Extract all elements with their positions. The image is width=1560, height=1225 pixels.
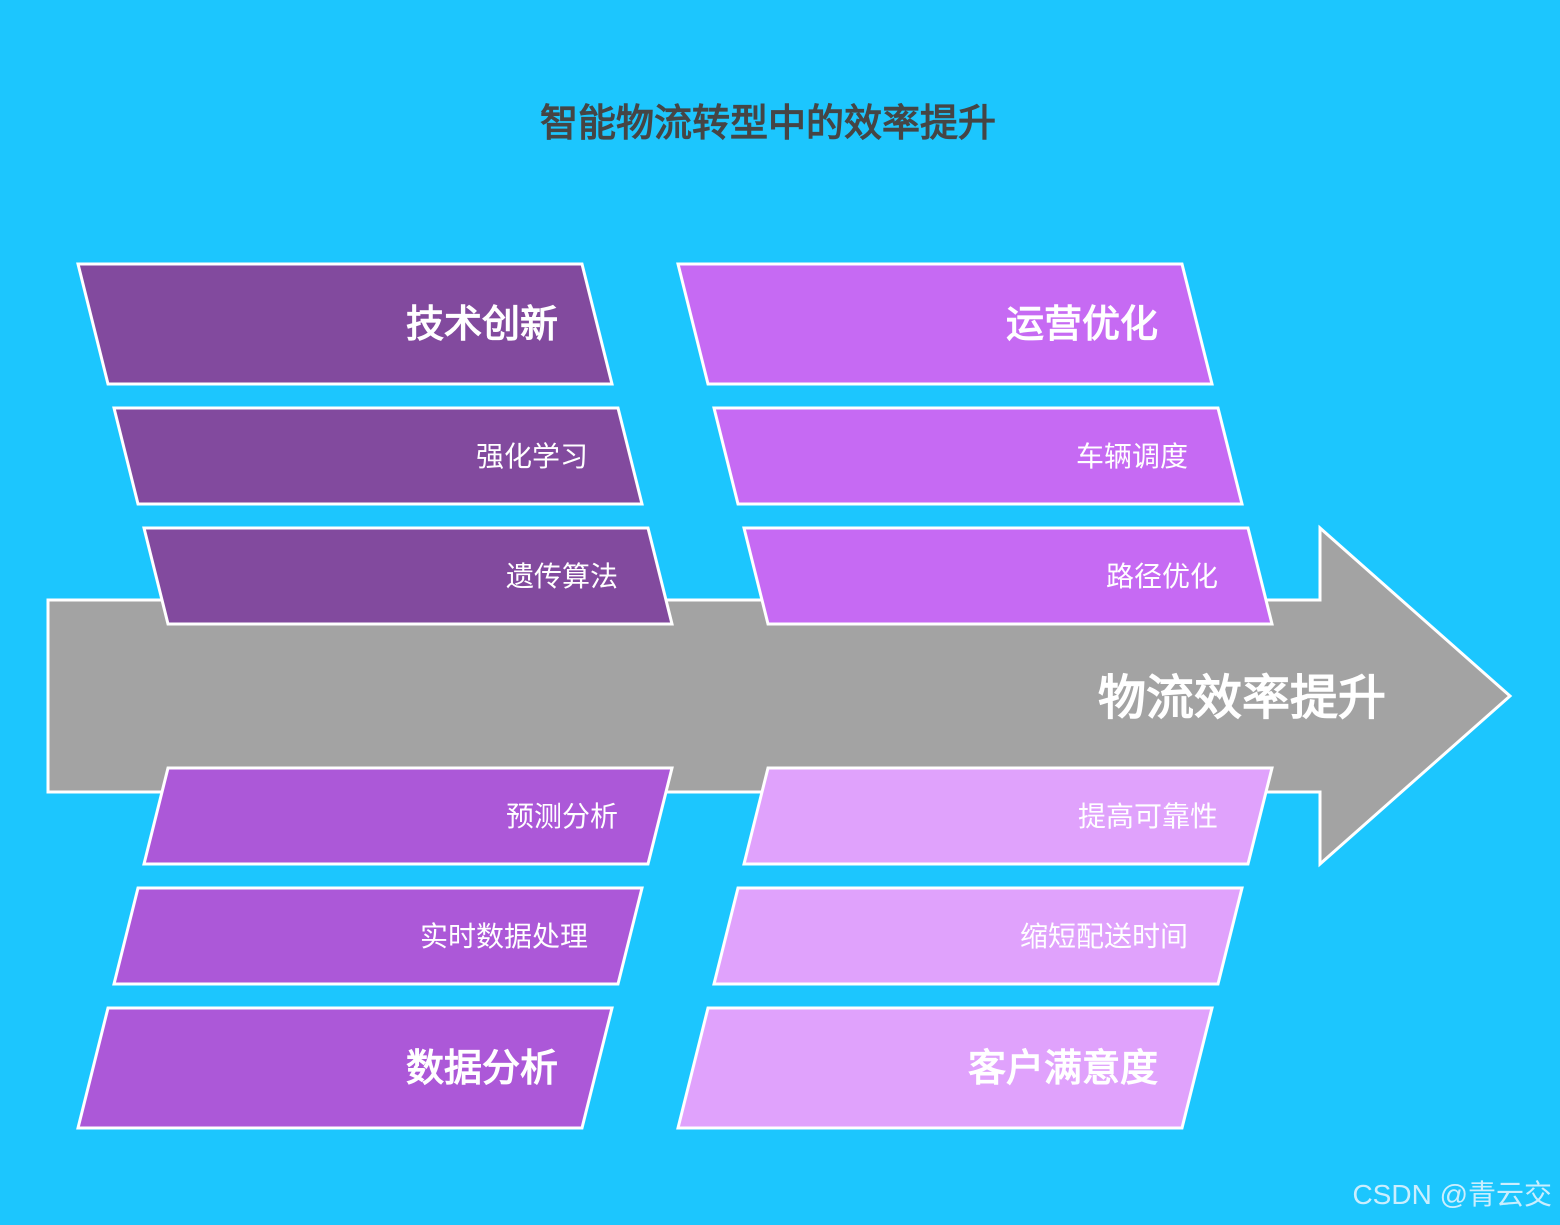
diagram-title: 智能物流转型中的效率提升 — [539, 101, 996, 145]
branch-data-item — [112, 886, 644, 986]
spine-label: 物流效率提升 — [1098, 670, 1386, 726]
branch-customer-item — [742, 766, 1274, 866]
branch-customer-header — [676, 1006, 1214, 1130]
branch-ops-header — [676, 262, 1214, 386]
branch-customer-item-label: 缩短配送时间 — [1020, 920, 1188, 953]
branch-tech-item-label: 强化学习 — [476, 440, 588, 473]
branch-data-header — [76, 1006, 614, 1130]
branch-customer-label: 客户满意度 — [968, 1046, 1158, 1090]
branch-tech-item — [142, 526, 674, 626]
branch-customer: 提高可靠性 缩短配送时间 客户满意度 — [676, 766, 1274, 1130]
branch-tech: 技术创新 强化学习 遗传算法 — [76, 262, 674, 626]
branch-ops: 运营优化 车辆调度 路径优化 — [676, 262, 1274, 626]
branch-customer-item-label: 提高可靠性 — [1078, 800, 1218, 833]
branch-tech-item-label: 遗传算法 — [506, 560, 618, 593]
branch-ops-item — [742, 526, 1274, 626]
branch-ops-item-label: 车辆调度 — [1076, 440, 1188, 473]
branch-data: 预测分析 实时数据处理 数据分析 — [76, 766, 674, 1130]
branch-data-item — [142, 766, 674, 866]
branch-tech-header — [76, 262, 614, 386]
branch-customer-item — [712, 886, 1244, 986]
branch-ops-item — [712, 406, 1244, 506]
branch-tech-item — [112, 406, 644, 506]
branch-data-label: 数据分析 — [406, 1046, 558, 1090]
branch-ops-label: 运营优化 — [1006, 302, 1158, 346]
branch-tech-label: 技术创新 — [406, 302, 558, 346]
watermark: CSDN @青云交 — [1352, 1179, 1552, 1210]
branch-data-item-label: 预测分析 — [506, 800, 618, 833]
branch-data-item-label: 实时数据处理 — [420, 920, 588, 953]
branch-ops-item-label: 路径优化 — [1106, 560, 1218, 593]
